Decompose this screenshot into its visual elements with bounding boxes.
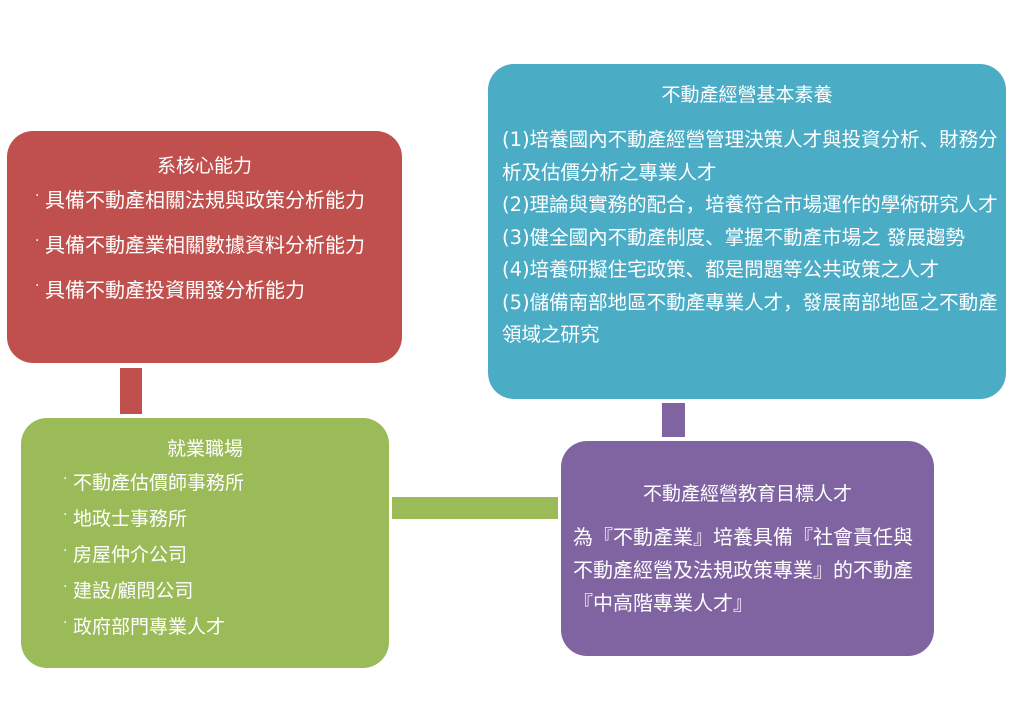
bullet-dot-icon: · [35,278,40,294]
employment-item-1: 不動產估價師事務所 [73,472,245,494]
employment-list: · 不動產估價師事務所 · 地政士事務所 · 房屋仲介公司 · 建設/顧問公司 … [63,470,245,650]
basic-literacy-box: 不動產經營基本素養 (1)培養國內不動產經營管理決策人才與投資分析、財務分析及估… [488,64,1006,399]
education-target-box: 不動產經營教育目標人才 為『不動產業』培養具備『社會責任與不動產經營及法規政策專… [561,441,934,656]
list-item: · 不動產估價師事務所 [63,470,245,496]
list-item: · 具備不動產業相關數據資料分析能力 [35,232,365,258]
core-competence-title: 系核心能力 [156,155,252,177]
list-item: · 具備不動產相關法規與政策分析能力 [35,187,365,213]
connector-employment-to-target [392,497,558,519]
list-item: · 建設/顧問公司 [63,578,244,604]
basic-literacy-title: 不動產經營基本素養 [661,84,833,106]
bullet-dot-icon: · [63,615,68,631]
bullet-dot-icon: · [35,188,40,204]
list-item: · 具備不動產投資開發分析能力 [35,277,365,303]
employment-box: 就業職場 · 不動產估價師事務所 · 地政士事務所 · 房屋仲介公司 · 建設/… [21,418,389,668]
bullet-dot-icon: · [63,579,68,595]
employment-item-3: 房屋仲介公司 [73,544,188,566]
employment-item-2: 地政士事務所 [73,508,188,530]
education-target-body: 為『不動產業』培養具備『社會責任與不動產經營及法規政策專業』的不動產『中高階專業… [573,525,913,615]
list-item: · 房屋仲介公司 [63,542,244,568]
basic-literacy-item-5: (5)儲備南部地區不動產專業人才，發展南部地區之不動產領域之研究 [502,290,998,347]
employment-title: 就業職場 [166,438,243,460]
core-competence-list: · 具備不動產相關法規與政策分析能力 · 具備不動產業相關數據資料分析能力 · … [35,187,365,322]
employment-item-5: 政府部門專業人才 [73,616,226,638]
core-competence-item-2: 具備不動產業相關數據資料分析能力 [45,233,365,257]
basic-literacy-item-3: (3)健全國內不動產制度、掌握不動產市場之 發展趨勢 [502,225,965,249]
bullet-dot-icon: · [63,507,68,523]
bullet-dot-icon: · [35,233,40,249]
core-competence-item-3: 具備不動產投資開發分析能力 [45,278,305,302]
basic-literacy-list: (1)培養國內不動產經營管理決策人才與投資分析、財務分析及估價分析之專業人才 (… [502,124,998,352]
connector-core-to-employment [120,368,142,414]
basic-literacy-item-4: (4)培養研擬住宅政策、都是問題等公共政策之人才 [502,258,940,281]
education-target-title: 不動產經營教育目標人才 [642,483,852,505]
core-competence-box: 系核心能力 · 具備不動產相關法規與政策分析能力 · 具備不動產業相關數據資料分… [7,131,402,363]
connector-literacy-to-target [662,403,685,437]
basic-literacy-item-1: (1)培養國內不動產經營管理決策人才與投資分析、財務分析及估價分析之專業人才 [502,128,998,184]
list-item: · 政府部門專業人才 [63,614,244,640]
core-competence-item-1: 具備不動產相關法規與政策分析能力 [45,188,365,212]
bullet-dot-icon: · [63,543,68,559]
list-item: · 地政士事務所 [63,506,244,532]
bullet-dot-icon: · [63,471,68,487]
basic-literacy-item-2: (2)理論與實務的配合，培養符合市場運作的學術研究人才 [502,193,998,216]
employment-item-4: 建設/顧問公司 [73,580,194,602]
